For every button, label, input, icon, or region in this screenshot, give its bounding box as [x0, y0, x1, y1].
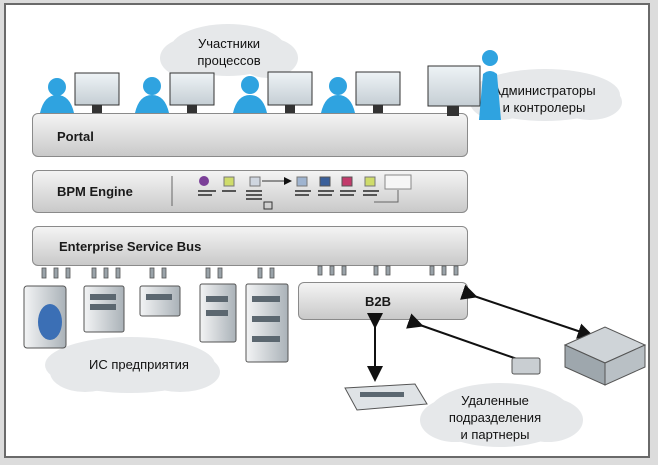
server-rack-1 [23, 285, 67, 349]
monitor-icon [169, 72, 215, 106]
admin-group [427, 50, 501, 120]
monitor-icon [267, 71, 313, 106]
cloud-participants [160, 24, 298, 78]
server-rack-4 [199, 283, 237, 343]
partner-equipment [563, 326, 647, 386]
admins-label: Администраторы и контролеры [484, 82, 604, 116]
user-group-3 [233, 71, 313, 113]
monitor-icon [355, 71, 401, 106]
cloud-remote [420, 383, 583, 447]
server-rack-3 [139, 285, 181, 317]
start-event-icon [199, 176, 209, 186]
server-icon [139, 285, 181, 317]
admins-line-2: и контролеры [502, 100, 586, 115]
remote-device [511, 357, 541, 375]
user-group-2 [135, 72, 215, 113]
server-rack-2 [83, 285, 125, 333]
portal-label: Portal [57, 129, 94, 144]
enterprise-line-1: ИС предприятия [89, 357, 189, 372]
portal-layer: Portal [32, 113, 468, 157]
esb-label: Enterprise Service Bus [59, 239, 202, 254]
admins-line-1: Администраторы [492, 83, 596, 98]
b2b-label: B2B [365, 294, 392, 309]
person-icon [329, 77, 347, 95]
remote-line-2: подразделения [448, 410, 542, 425]
b2b-box: B2B [298, 282, 468, 320]
cloud-admins [470, 69, 622, 121]
esb-connectors [41, 265, 459, 279]
user-group-4 [321, 71, 401, 113]
user-group-1 [40, 72, 120, 113]
bpm-process-chain [171, 174, 412, 210]
server-rack-5 [245, 283, 289, 363]
esb-layer: Enterprise Service Bus [32, 226, 468, 266]
device-icon [511, 357, 541, 375]
bpm-label: BPM Engine [57, 184, 133, 199]
person-icon [48, 78, 66, 96]
person-icon [482, 50, 498, 66]
arrow-to-device [406, 313, 521, 361]
monitor-icon [427, 65, 481, 107]
monitor-icon [74, 72, 120, 106]
arrow-to-partner [460, 284, 594, 339]
cloud-enterprise [45, 337, 220, 393]
person-icon [241, 76, 259, 94]
enterprise-label: ИС предприятия [84, 356, 194, 373]
b2b-arrows [367, 284, 594, 382]
server-icon [245, 283, 289, 363]
participants-label: Участники процессов [184, 35, 274, 69]
participants-line-2: процессов [197, 53, 261, 68]
remote-label: Удаленные подразделения и партнеры [440, 392, 550, 443]
remote-line-1: Удаленные [461, 393, 529, 408]
branch-device [344, 383, 428, 411]
remote-line-3: и партнеры [460, 427, 530, 442]
person-icon [143, 77, 161, 95]
participants-line-1: Участники [197, 36, 261, 51]
